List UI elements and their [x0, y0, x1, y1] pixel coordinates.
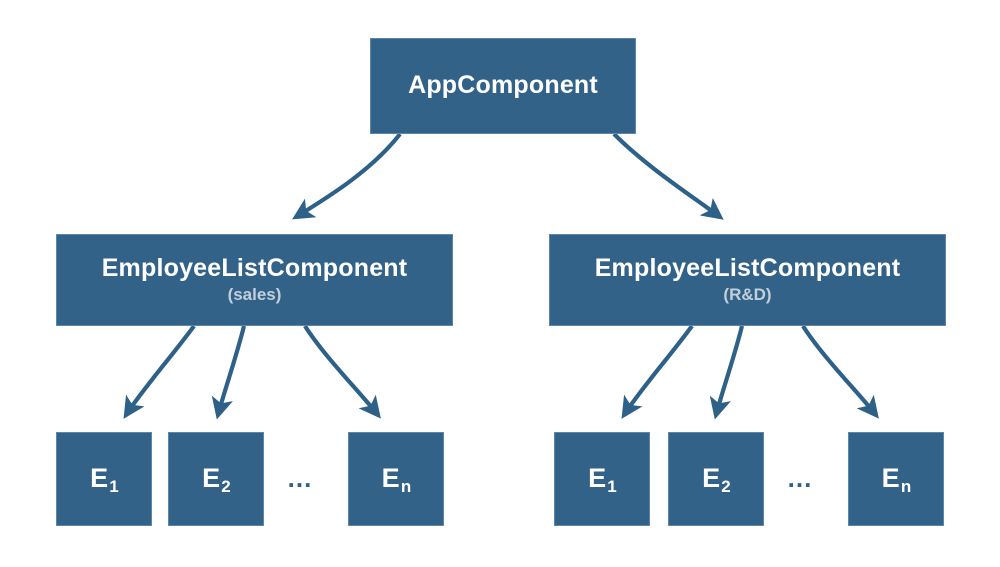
employee-letter: E [881, 463, 900, 494]
node-employee-list-rnd[interactable]: EmployeeListComponent (R&D) [549, 234, 946, 326]
node-app-component-label: AppComponent [408, 71, 598, 100]
node-employee-sales-2-label: E2 [202, 463, 231, 497]
employee-index: n [400, 477, 412, 497]
node-employee-list-sales-subtitle: (sales) [227, 285, 282, 305]
node-employee-sales-n[interactable]: En [348, 432, 444, 526]
employee-letter: E [90, 463, 109, 494]
employee-letter: E [702, 463, 721, 494]
employee-letter: E [381, 463, 400, 494]
node-employee-list-rnd-subtitle: (R&D) [723, 285, 772, 305]
edge-sales-to-e1 [123, 324, 196, 419]
edge-rnd-to-e1 [621, 324, 694, 419]
edge-app-to-sales [292, 132, 402, 220]
node-employee-sales-1[interactable]: E1 [56, 432, 152, 526]
node-employee-list-rnd-label: EmployeeListComponent [594, 253, 901, 282]
ellipsis-sales: ... [287, 463, 313, 493]
employee-index: n [900, 477, 912, 497]
employee-index: 1 [109, 477, 119, 497]
edge-sales-to-e2 [211, 325, 247, 420]
node-employee-sales-1-label: E1 [90, 463, 119, 497]
edge-app-to-rnd [612, 132, 724, 220]
node-employee-rnd-1-label: E1 [588, 463, 617, 497]
employee-index: 2 [221, 477, 231, 497]
edge-rnd-to-en [801, 324, 879, 419]
employee-letter: E [588, 463, 607, 494]
node-app-component[interactable]: AppComponent [370, 38, 636, 134]
employee-index: 2 [721, 477, 731, 497]
node-employee-rnd-1[interactable]: E1 [554, 432, 650, 526]
employee-index: 1 [607, 477, 617, 497]
node-employee-list-sales[interactable]: EmployeeListComponent (sales) [56, 234, 453, 326]
employee-letter: E [202, 463, 221, 494]
edge-rnd-to-e2 [709, 325, 745, 420]
node-employee-sales-n-label: En [381, 463, 412, 497]
node-employee-rnd-n[interactable]: En [848, 432, 944, 526]
node-employee-rnd-n-label: En [881, 463, 912, 497]
node-employee-rnd-2-label: E2 [702, 463, 731, 497]
node-employee-rnd-2[interactable]: E2 [668, 432, 764, 526]
node-employee-sales-2[interactable]: E2 [168, 432, 264, 526]
ellipsis-rnd: ... [787, 463, 813, 493]
node-employee-list-sales-label: EmployeeListComponent [101, 253, 408, 282]
edge-sales-to-en [303, 324, 381, 419]
